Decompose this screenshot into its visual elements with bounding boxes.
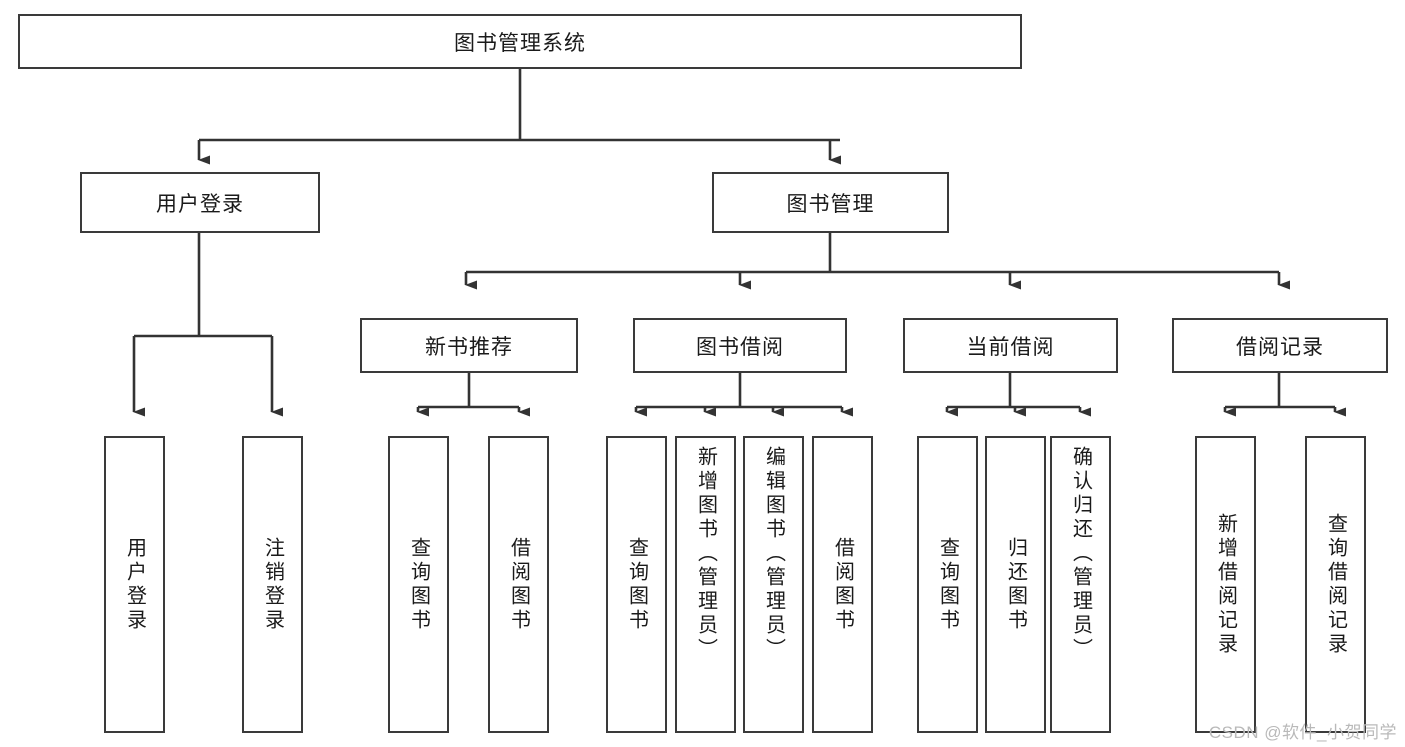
- node-label: 查询借阅记录: [1324, 512, 1347, 657]
- node-borrow-record[interactable]: 借阅记录: [1172, 318, 1388, 373]
- node-label: 编辑图书（管理员）: [762, 446, 785, 662]
- node-label: 图书借阅: [696, 335, 784, 359]
- node-label: 当前借阅: [966, 335, 1055, 359]
- leaf-book-borrow-add[interactable]: 新增图书（管理员）: [675, 436, 736, 733]
- node-label: 图书管理: [786, 192, 875, 216]
- node-label: 归还图书: [1004, 536, 1027, 633]
- leaf-user-login-login[interactable]: 用户登录: [104, 436, 165, 733]
- node-label: 用户登录: [123, 536, 146, 633]
- leaf-book-borrow-query[interactable]: 查询图书: [606, 436, 667, 733]
- node-label: 查询图书: [407, 536, 430, 633]
- node-label: 新增借阅记录: [1214, 512, 1237, 657]
- leaf-current-borrow-return[interactable]: 归还图书: [985, 436, 1046, 733]
- node-label: 借阅图书: [507, 536, 530, 633]
- node-label: 注销登录: [261, 536, 284, 633]
- node-label: 查询图书: [936, 536, 959, 633]
- leaf-user-login-logout[interactable]: 注销登录: [242, 436, 303, 733]
- node-user-login[interactable]: 用户登录: [80, 172, 320, 233]
- leaf-book-borrow-edit[interactable]: 编辑图书（管理员）: [743, 436, 804, 733]
- leaf-borrow-record-query[interactable]: 查询借阅记录: [1305, 436, 1366, 733]
- node-label: 借阅图书: [831, 536, 854, 633]
- leaf-new-book-query[interactable]: 查询图书: [388, 436, 449, 733]
- leaf-current-borrow-query[interactable]: 查询图书: [917, 436, 978, 733]
- node-label: 图书管理系统: [454, 31, 586, 55]
- node-book-management[interactable]: 图书管理: [712, 172, 949, 233]
- leaf-book-borrow-borrow[interactable]: 借阅图书: [812, 436, 873, 733]
- node-book-borrow[interactable]: 图书借阅: [633, 318, 847, 373]
- node-root-system[interactable]: 图书管理系统: [18, 14, 1022, 69]
- node-label: 新书推荐: [425, 335, 513, 359]
- node-label: 用户登录: [156, 192, 244, 216]
- csdn-watermark: CSDN @软件_小贺同学: [1208, 723, 1397, 742]
- leaf-new-book-borrow[interactable]: 借阅图书: [488, 436, 549, 733]
- node-label: 新增图书（管理员）: [694, 446, 717, 662]
- node-current-borrow[interactable]: 当前借阅: [903, 318, 1118, 373]
- node-label: 借阅记录: [1236, 335, 1324, 359]
- node-new-book-recommend[interactable]: 新书推荐: [360, 318, 578, 373]
- node-label: 查询图书: [625, 536, 648, 633]
- node-label: 确认归还（管理员）: [1069, 446, 1092, 662]
- leaf-borrow-record-add[interactable]: 新增借阅记录: [1195, 436, 1256, 733]
- leaf-current-borrow-confirm-return[interactable]: 确认归还（管理员）: [1050, 436, 1111, 733]
